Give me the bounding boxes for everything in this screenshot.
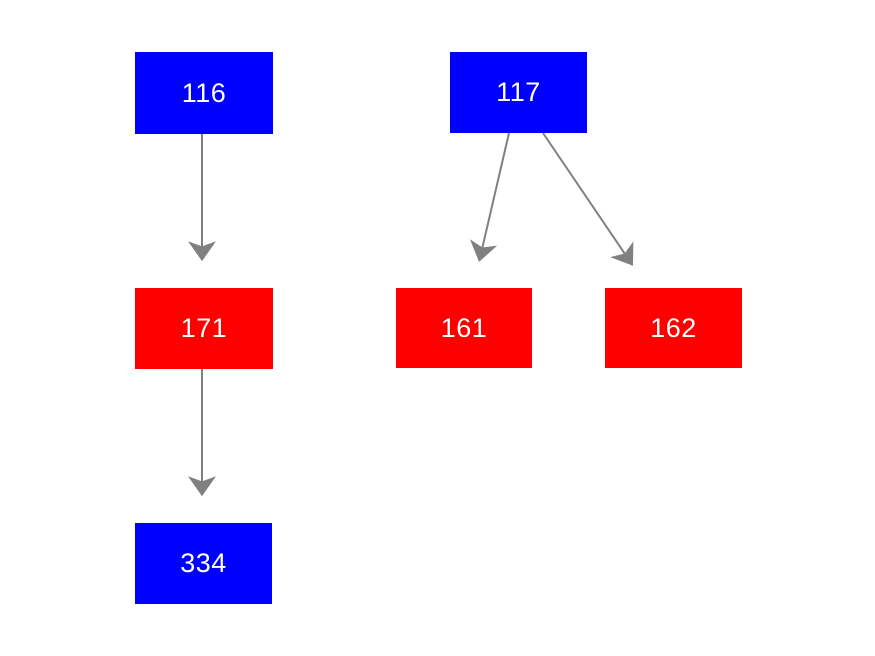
node-label: 171: [180, 313, 228, 343]
node-label: 116: [181, 77, 227, 108]
node-label: 117: [496, 77, 541, 107]
node-117[interactable]: 117: [450, 52, 587, 133]
node-334[interactable]: 334: [135, 523, 272, 604]
node-171[interactable]: 171: [135, 288, 273, 369]
edge-n117-to-n161: [469, 132, 510, 262]
node-label: 162: [650, 312, 697, 343]
node-116[interactable]: 116: [135, 52, 273, 134]
node-161[interactable]: 161: [396, 288, 532, 368]
node-label: 161: [440, 312, 488, 343]
edge-n117-to-n162: [542, 132, 634, 266]
node-162[interactable]: 162: [605, 288, 742, 368]
node-label: 334: [180, 548, 227, 578]
